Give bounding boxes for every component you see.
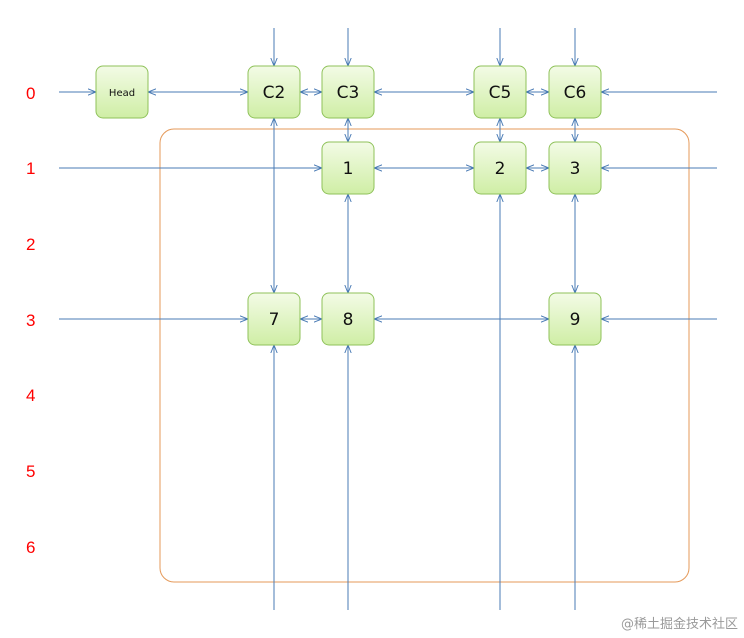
node-8: 8 [321, 292, 375, 346]
column-header-c3: C3 [321, 65, 375, 119]
link-lines [59, 28, 717, 610]
node-7: 7 [247, 292, 301, 346]
row-label-0: 0 [26, 84, 35, 103]
node-8-label: 8 [343, 310, 354, 330]
row-label-4: 4 [26, 386, 35, 405]
node-9-label: 9 [570, 310, 581, 330]
column-header-c3-label: C3 [337, 83, 360, 103]
row-label-3: 3 [26, 311, 35, 330]
row-label-2: 2 [26, 235, 35, 254]
head-node: Head [95, 65, 149, 119]
column-header-c2-label: C2 [263, 83, 286, 103]
row-labels: 0 1 2 3 4 5 6 [26, 84, 35, 557]
row-label-1: 1 [26, 159, 35, 178]
node-group-border [159, 128, 690, 583]
node-1: 1 [321, 141, 375, 195]
node-2: 2 [473, 141, 527, 195]
node-7-label: 7 [269, 310, 280, 330]
column-header-c2: C2 [247, 65, 301, 119]
row-label-5: 5 [26, 462, 35, 481]
node-3: 3 [548, 141, 602, 195]
column-header-c5-label: C5 [489, 83, 512, 103]
column-header-c6: C6 [548, 65, 602, 119]
column-header-c5: C5 [473, 65, 527, 119]
column-header-c6-label: C6 [564, 83, 587, 103]
row-label-6: 6 [26, 538, 35, 557]
node-9: 9 [548, 292, 602, 346]
head-node-label: Head [109, 88, 135, 99]
node-3-label: 3 [570, 159, 581, 179]
node-2-label: 2 [495, 159, 506, 179]
watermark-text: @稀土掘金技术社区 [621, 616, 738, 632]
node-1-label: 1 [343, 159, 354, 179]
